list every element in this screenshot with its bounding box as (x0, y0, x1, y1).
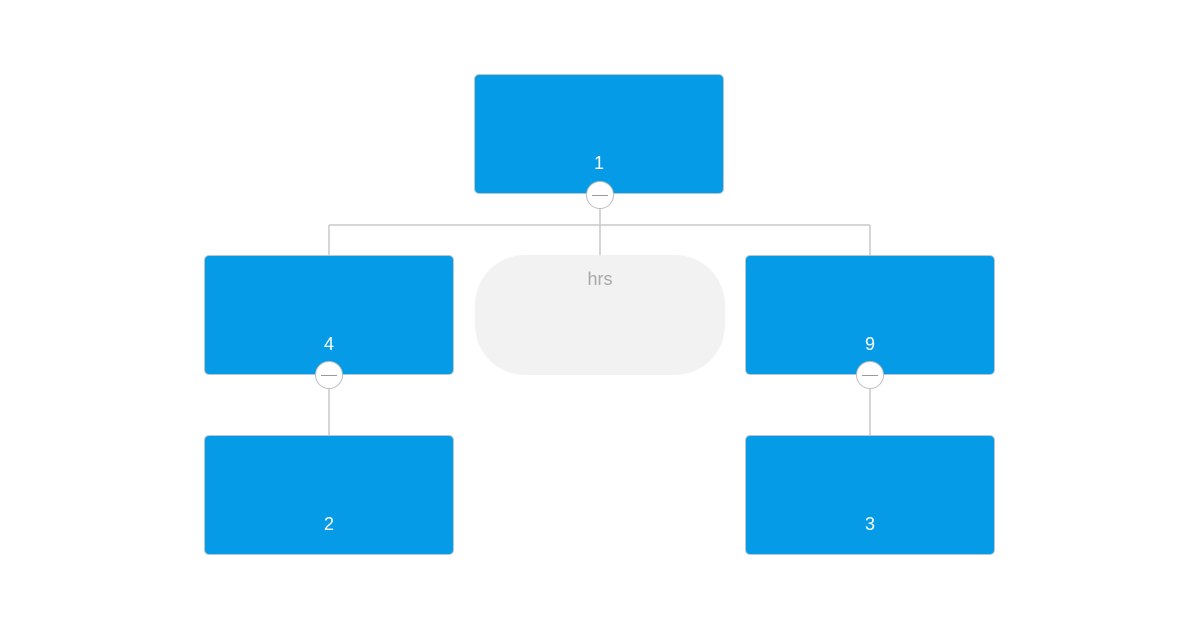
node-root-label: 1 (593, 153, 604, 173)
minus-icon (321, 375, 337, 376)
node-right-grandchild-label: 3 (864, 514, 875, 534)
minus-icon (862, 375, 878, 376)
node-assistant[interactable]: hrs (475, 255, 725, 375)
collapse-toggle-root[interactable] (586, 181, 614, 209)
collapse-toggle-right-child[interactable] (856, 361, 884, 389)
node-left-grandchild[interactable]: 2 (204, 435, 454, 555)
node-left-child[interactable]: 4 (204, 255, 454, 375)
minus-icon (592, 195, 608, 196)
node-right-grandchild[interactable]: 3 (745, 435, 995, 555)
collapse-toggle-left-child[interactable] (315, 361, 343, 389)
node-root[interactable]: 1 (474, 74, 724, 194)
node-right-child[interactable]: 9 (745, 255, 995, 375)
node-left-grandchild-label: 2 (323, 514, 334, 534)
node-right-child-label: 9 (864, 334, 875, 354)
node-assistant-label: hrs (587, 269, 613, 289)
node-left-child-label: 4 (323, 334, 334, 354)
